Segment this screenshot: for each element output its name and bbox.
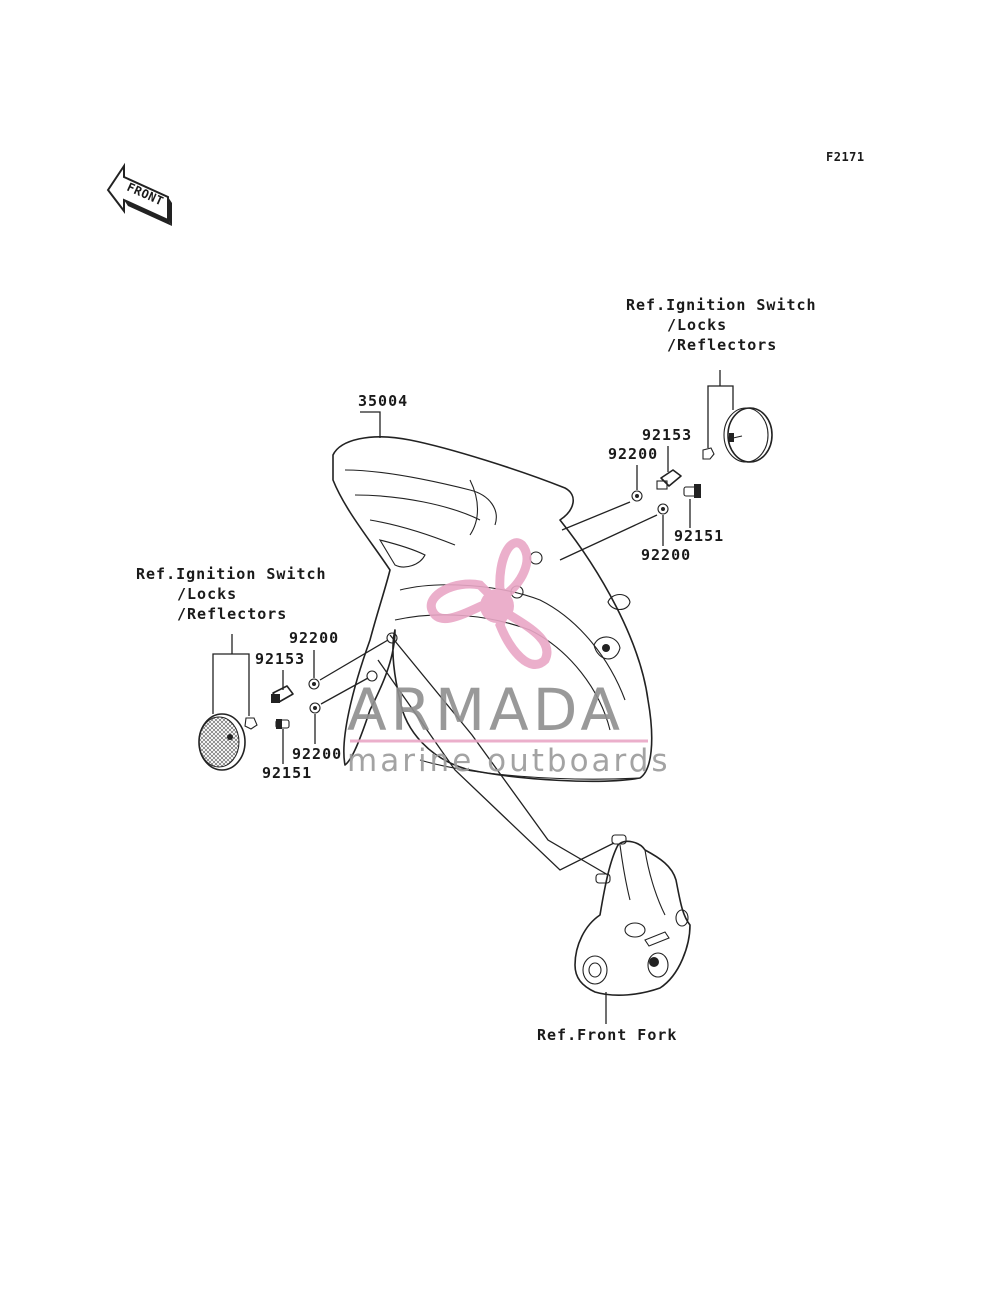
label-right-92151: 92151 [674,527,724,545]
ref-right-line1: Ref.Ignition Switch [626,296,817,314]
label-right-92200-bottom: 92200 [641,546,691,564]
propeller-logo-icon [426,538,552,669]
label-left-92151: 92151 [262,764,312,782]
left-reflector-part [198,713,258,771]
watermark-brand: ARMADA [347,676,624,744]
fender-part-number: 35004 [358,392,408,410]
label-left-92200-bottom: 92200 [292,745,342,763]
label-left-92153: 92153 [255,650,305,668]
label-right-92200-top: 92200 [608,445,658,463]
front-fork-part [574,834,691,996]
figure-code: F2171 [826,150,865,164]
label-right-92153: 92153 [642,426,692,444]
fork-leader-lines [377,634,615,876]
label-left-92200-top: 92200 [289,629,339,647]
right-hardware-parts [559,469,701,561]
ref-front-fork: Ref.Front Fork [537,1026,677,1044]
front-arrow-icon: FRONT [106,162,172,226]
right-reflector-part [702,407,773,463]
watermark: ARMADA marine outboards [347,538,671,779]
ref-left-line3: /Reflectors [177,605,287,623]
left-hardware-parts [271,639,389,729]
fender-leader [360,411,381,438]
ref-left-line2: /Locks [177,585,237,603]
ref-left-bracket [212,653,250,716]
front-fender-part [332,436,653,783]
ref-right-line2: /Locks [667,316,727,334]
ref-left-line1: Ref.Ignition Switch [136,565,327,583]
watermark-tagline: marine outboards [347,743,671,779]
ref-right-line3: /Reflectors [667,336,777,354]
